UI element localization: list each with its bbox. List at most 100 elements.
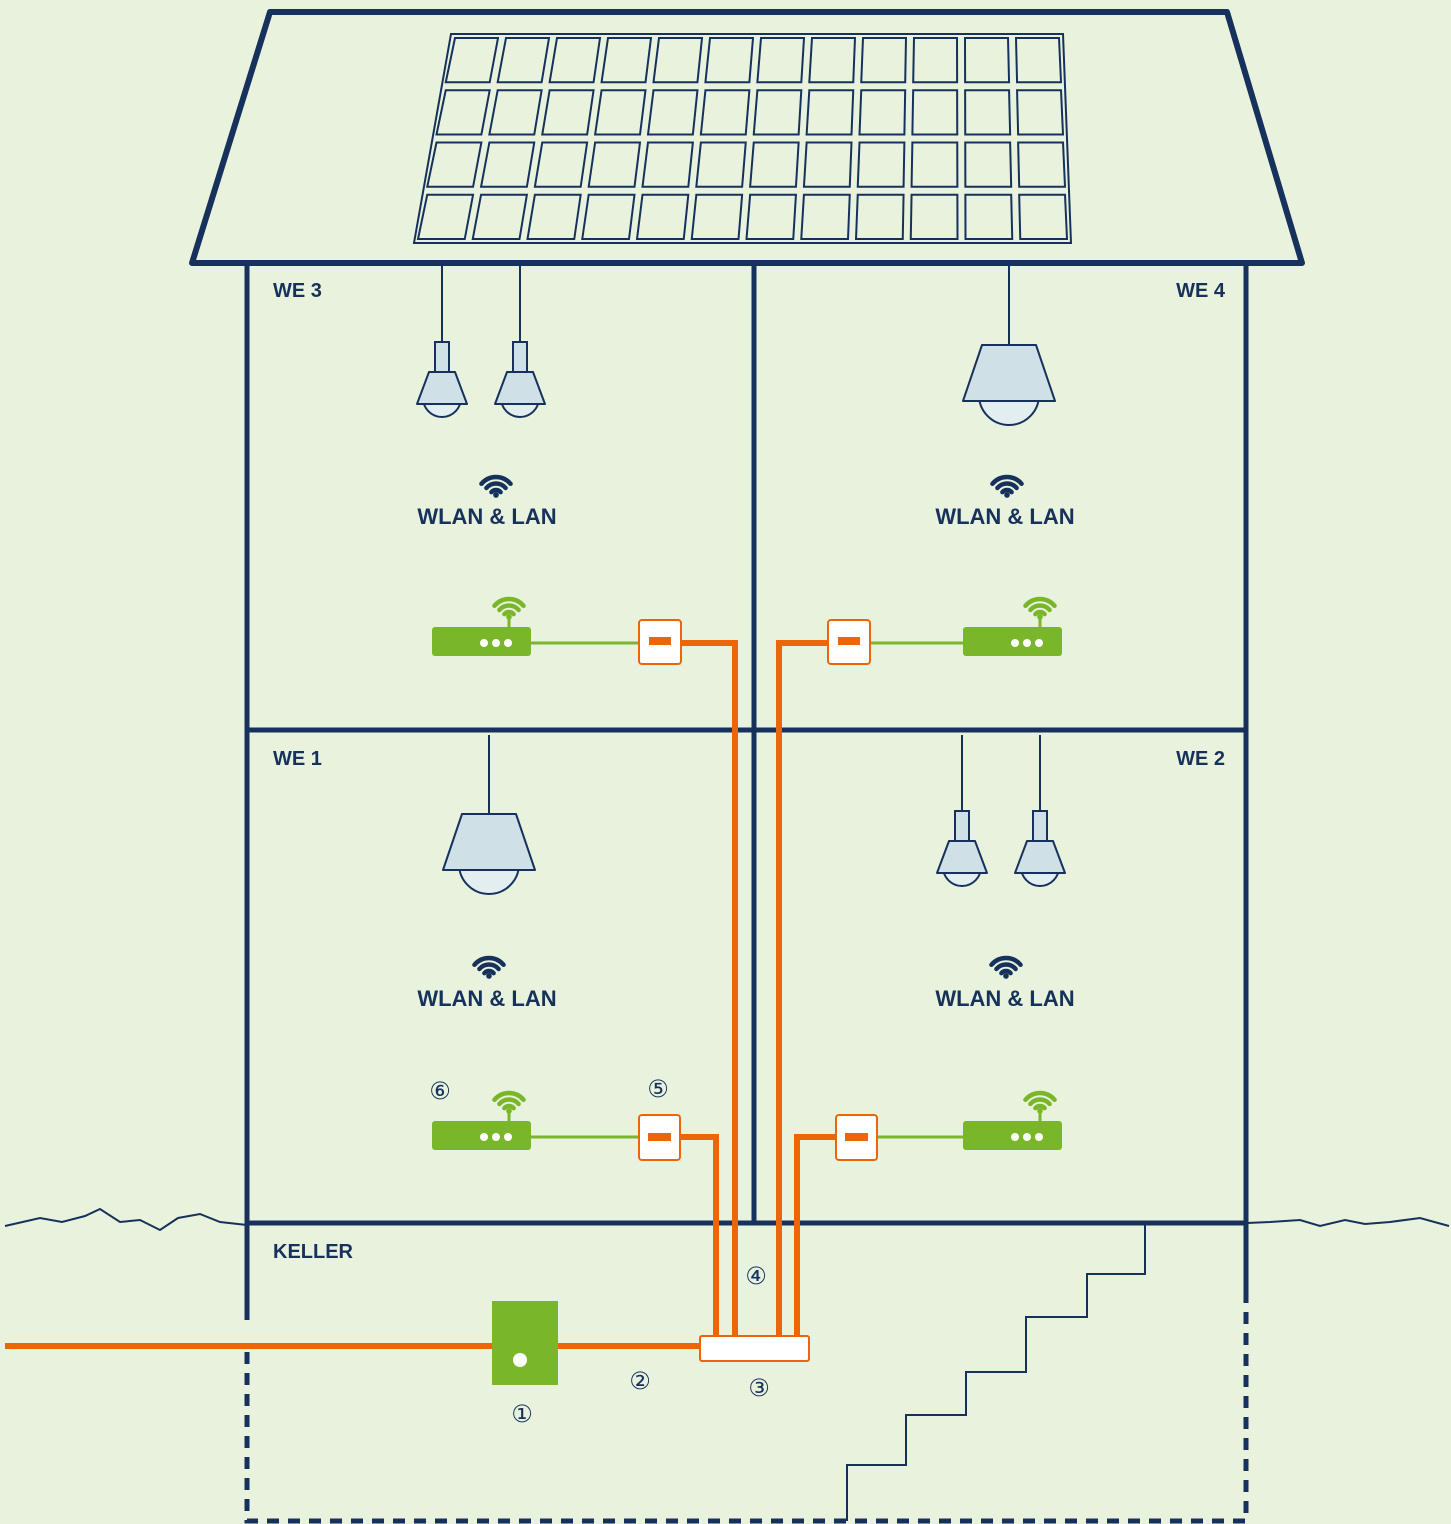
solar-cell <box>1017 141 1067 188</box>
solar-cell <box>912 37 959 84</box>
solar-cell <box>652 37 704 84</box>
solar-cell <box>488 89 543 136</box>
fiber-riser-we4 <box>776 640 828 1336</box>
solar-cell <box>695 141 747 188</box>
solar-cell <box>593 89 647 136</box>
lan-patch-cables <box>531 641 963 1139</box>
fiber-riser-we3 <box>681 640 738 1336</box>
solar-cell <box>704 37 755 84</box>
ceiling-lamp-icon <box>442 735 536 895</box>
solar-cell <box>690 193 744 240</box>
callout-router: ⑥ <box>429 1077 451 1105</box>
solar-cell <box>526 193 582 240</box>
solar-cell <box>1018 193 1069 240</box>
solar-cell <box>426 141 483 188</box>
router-icon <box>432 596 531 656</box>
wifi-label-we1: WLAN & LAN <box>417 986 556 1011</box>
wifi-icon <box>479 474 513 498</box>
solar-cell <box>909 193 959 240</box>
wifi-signal-icon <box>1023 1090 1057 1114</box>
solar-cell <box>964 193 1014 240</box>
ceiling-lamp-icon <box>962 266 1056 426</box>
callout-house-connection: ① <box>511 1400 533 1428</box>
fiber-socket-icon <box>638 619 682 665</box>
solar-cell <box>802 141 853 188</box>
fiber-riser-we1 <box>680 1134 719 1336</box>
solar-cell <box>444 37 500 84</box>
wifi-label-we2: WLAN & LAN <box>935 986 1074 1011</box>
solar-cell <box>581 193 636 240</box>
ceiling-lamp-icon <box>936 735 988 887</box>
solar-cell <box>641 141 694 188</box>
fiber-distributor <box>699 1335 810 1362</box>
wifi-label-we4: WLAN & LAN <box>935 504 1074 529</box>
callout-distributor: ③ <box>748 1374 770 1402</box>
solar-cell <box>808 37 857 84</box>
solar-cell <box>699 89 751 136</box>
router-icon <box>432 1090 531 1150</box>
solar-cell <box>963 37 1011 84</box>
solar-cell <box>548 37 602 84</box>
solar-cell <box>910 141 959 188</box>
unit-label-we1: WE 1 <box>273 748 322 770</box>
callout-riser: ④ <box>745 1262 767 1290</box>
solar-cell <box>600 37 653 84</box>
solar-cell <box>860 37 908 84</box>
wifi-signal-icon <box>492 1090 526 1114</box>
solar-cell <box>541 89 595 136</box>
solar-cell <box>496 37 551 84</box>
solar-cell <box>911 89 959 136</box>
fiber-cabling <box>5 640 836 1349</box>
solar-cell <box>646 89 699 136</box>
solar-cell <box>1014 37 1063 84</box>
fiber-socket-icon <box>827 619 871 665</box>
wifi-signal-icon <box>492 596 526 620</box>
ceiling-lamp-icon <box>494 266 546 418</box>
solar-cell <box>471 193 529 240</box>
wifi-icon <box>989 955 1023 979</box>
wifi-icon <box>472 955 506 979</box>
wifi-icon <box>990 474 1024 498</box>
wifi-label-we3: WLAN & LAN <box>417 504 556 529</box>
house-connection-box <box>492 1301 558 1385</box>
ceiling-lamp-icon <box>1014 735 1066 887</box>
fiber-socket-icon <box>638 1114 681 1161</box>
basement-outline <box>244 1300 1249 1524</box>
solar-cell <box>1016 89 1065 136</box>
basement-stairs <box>846 1223 1146 1521</box>
ground-line-right <box>1246 1216 1450 1228</box>
solar-cell <box>752 89 803 136</box>
solar-cell <box>805 89 855 136</box>
solar-cell <box>435 89 491 136</box>
callout-socket: ⑤ <box>647 1075 669 1103</box>
solar-cell <box>635 193 690 240</box>
solar-cell <box>964 89 1012 136</box>
solar-cell <box>745 193 798 240</box>
wifi-signal-icon <box>1023 596 1057 620</box>
ceiling-lamp-icon <box>416 266 468 418</box>
solar-cell <box>858 89 907 136</box>
roof <box>189 9 1305 266</box>
solar-cell <box>756 37 806 84</box>
basement-label: KELLER <box>273 1241 354 1263</box>
fiber-socket-icon <box>835 1114 878 1161</box>
solar-panel-icon <box>412 33 1073 244</box>
solar-cell <box>964 141 1013 188</box>
solar-cell <box>856 141 906 188</box>
callout-fiber-lead: ② <box>629 1367 651 1395</box>
router-icon <box>963 596 1062 656</box>
unit-label-we4: WE 4 <box>1176 280 1226 302</box>
unit-label-we2: WE 2 <box>1176 748 1225 770</box>
solar-cell <box>533 141 589 188</box>
solar-cell <box>416 193 475 240</box>
solar-cell <box>749 141 800 188</box>
router-icon <box>963 1090 1062 1150</box>
unit-label-we3: WE 3 <box>273 280 322 302</box>
ground-line-left <box>4 1207 248 1232</box>
solar-cell <box>587 141 642 188</box>
solar-cell <box>800 193 851 240</box>
solar-cell <box>854 193 905 240</box>
fiber-riser-we2 <box>794 1134 836 1336</box>
